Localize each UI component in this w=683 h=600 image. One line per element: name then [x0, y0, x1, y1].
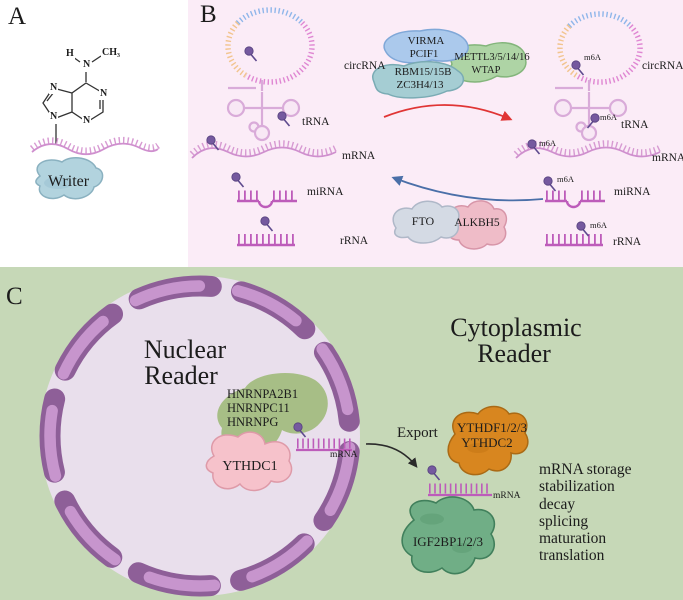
- nuclear-mrna-icon: [296, 438, 352, 452]
- mirna-label: miRNA: [307, 186, 344, 198]
- m6a-tag: m6A: [539, 138, 556, 148]
- function-item: splicing: [539, 512, 589, 530]
- atom-h: H: [65, 48, 75, 60]
- mrna-functions-list: mRNA storage stabilization decay splicin…: [539, 461, 632, 565]
- atom-n9: N: [49, 111, 59, 123]
- circrna-m6a-icon: [557, 11, 643, 85]
- panel-c-label: C: [6, 283, 23, 310]
- m6a-tag: m6A: [590, 220, 607, 230]
- m6a-pin-icon: [244, 45, 258, 62]
- pcif1-label: PCIF1: [409, 48, 439, 60]
- rrna-icon: [237, 234, 295, 247]
- trna-label: tRNA: [302, 116, 330, 128]
- nuclear-mrna-label: mRNA: [330, 450, 358, 460]
- m6a-pin-icon: [575, 221, 590, 237]
- nuclear-envelope: [44, 280, 356, 592]
- m6a-tag: m6A: [600, 112, 617, 122]
- ythdc1-blob: [205, 431, 293, 492]
- mrna-wave-icon: [189, 140, 338, 159]
- cytoplasmic-reader-title-line2: Reader: [477, 339, 551, 368]
- function-item: stabilization: [539, 478, 615, 496]
- m6a-pin-icon: [231, 172, 245, 188]
- trna-m6a-icon: [553, 78, 628, 142]
- atom-n-amine: N: [82, 59, 92, 71]
- ythdc1-label: YTHDC1: [222, 459, 278, 474]
- function-item: translation: [539, 547, 605, 565]
- atom-n1: N: [99, 88, 109, 100]
- circrna-m6a-label: circRNA: [642, 60, 683, 72]
- nuclear-reader-title-line1: Nuclear: [143, 335, 227, 364]
- cytoplasmic-mrna-label: mRNA: [493, 491, 521, 501]
- rrna-m6a-label: rRNA: [613, 236, 642, 248]
- igf2bp-blob: [401, 496, 496, 575]
- circrna-label: circRNA: [344, 60, 386, 72]
- atom-ch3: CH₃: [101, 47, 121, 59]
- mettl-label: METTL3/5/14/16: [454, 52, 530, 63]
- export-label: Export: [397, 425, 438, 441]
- demethylation-arrow: [391, 175, 544, 202]
- ythdc2-label: YTHDC2: [461, 435, 513, 450]
- ythdf-blob: [447, 405, 529, 476]
- m6a-pin-icon: [426, 464, 441, 481]
- rrna-label: rRNA: [340, 235, 369, 247]
- fto-label: FTO: [411, 214, 435, 228]
- m6a-tag: m6A: [584, 52, 601, 62]
- function-item: mRNA storage: [539, 461, 632, 478]
- writer-label: Writer: [48, 173, 90, 190]
- hnrnpa2b1-label: HNRNPA2B1: [227, 387, 299, 401]
- m6a-pin-icon: [259, 216, 274, 232]
- atom-n3: N: [82, 115, 92, 127]
- nuclear-reader-title-line2: Reader: [144, 361, 218, 390]
- alkbh5-blob: [448, 200, 508, 250]
- circrna-icon: [225, 7, 315, 85]
- panel-b-label: B: [200, 1, 217, 28]
- alkbh5-label: ALKBH5: [454, 217, 500, 229]
- writer-blob: [35, 156, 104, 200]
- methylation-arrow: [383, 104, 513, 121]
- atom-n7: N: [49, 82, 59, 94]
- m6a-tag: m6A: [557, 174, 574, 184]
- function-item: maturation: [539, 530, 607, 548]
- nucleus: [40, 276, 360, 596]
- rbm-label: RBM15/15B: [394, 66, 452, 78]
- m6a-molecule-icon: [42, 55, 104, 145]
- m6a-pin-icon: [570, 59, 585, 76]
- virma-label: VIRMA: [407, 35, 445, 47]
- mirna-m6a-icon: [545, 190, 605, 209]
- rbm-zc3h-blob: [372, 60, 465, 99]
- mrna-m6a-label: mRNA: [652, 152, 683, 164]
- mirna-m6a-label: miRNA: [614, 186, 651, 198]
- mrna-label: mRNA: [342, 150, 376, 162]
- m6a-pin-icon: [526, 139, 541, 155]
- cytoplasmic-mrna-icon: [428, 483, 492, 497]
- wtap-label: WTAP: [471, 65, 501, 76]
- hnrnpg-label: HNRNPG: [227, 415, 279, 429]
- hnrnpc11-label: HNRNPC11: [227, 401, 290, 415]
- function-item: decay: [539, 495, 576, 513]
- mrna-m6a-wave-icon: [513, 140, 662, 159]
- trna-icon: [226, 78, 301, 142]
- panel-a-label: A: [8, 3, 27, 30]
- panel-a-mrna-strand-icon: [29, 136, 160, 156]
- igf2bp-label: IGF2BP1/2/3: [412, 534, 484, 549]
- mirna-icon: [237, 190, 297, 209]
- rrna-m6a-icon: [545, 234, 603, 247]
- fto-blob: [392, 200, 460, 244]
- ythdf-label: YTHDF1/2/3: [456, 420, 528, 435]
- zc3h-label: ZC3H4/13: [396, 79, 444, 91]
- export-arrow: [365, 443, 418, 468]
- trna-m6a-label: tRNA: [621, 119, 649, 131]
- m6a-pin-icon: [542, 176, 557, 192]
- cytoplasmic-reader-title-line1: Cytoplasmic: [450, 313, 582, 342]
